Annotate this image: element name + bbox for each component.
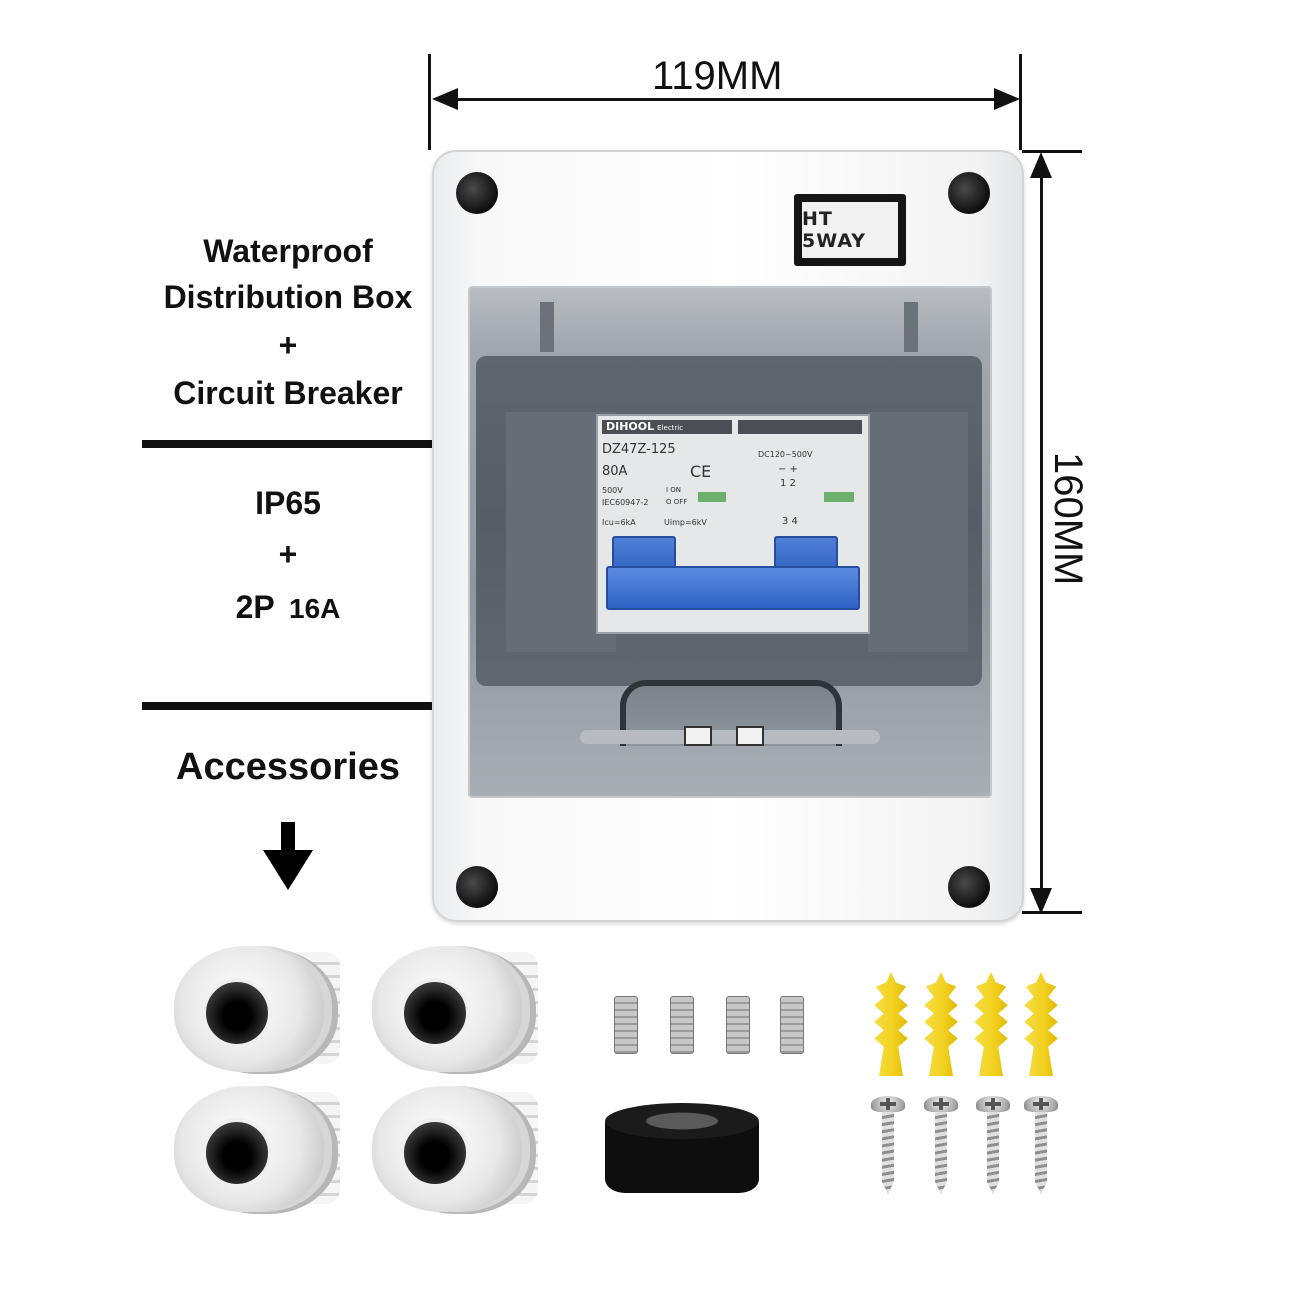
latch-right[interactable] [736,726,764,746]
breaker-polarity: − + [778,464,798,475]
product-title: Waterproof Distribution Box + Circuit Br… [140,228,436,416]
height-label: 160MM [1046,452,1090,586]
title-line-waterproof: Waterproof [203,233,373,269]
cable-gland-2 [372,938,542,1078]
height-arrow-top [1030,152,1052,178]
ce-mark: CE [690,462,712,481]
breaker-dc-range: DC120~500V [758,450,813,459]
width-arrow-left [432,88,458,110]
status-window-1 [698,492,726,502]
terminal-pin-2 [670,996,694,1054]
mounting-screw-1 [871,1096,907,1200]
down-arrow-head [263,850,313,890]
height-dim-line [1040,172,1043,890]
width-label: 119MM [652,54,783,98]
status-window-2 [824,492,854,502]
width-dim-left-tick [428,54,431,150]
title-line-circuit-breaker: Circuit Breaker [173,375,403,411]
terminal-pin-1 [614,996,638,1054]
wall-plug-3 [971,972,1011,1082]
height-dim-top-tick [1022,150,1082,153]
latch-left[interactable] [684,726,712,746]
breaker-terminals-bottom: 3 4 [782,516,798,527]
screw-bottom-left [456,866,498,908]
screw-top-right [948,172,990,214]
cable-gland-3 [174,1078,344,1218]
height-dim-bottom-tick [1022,911,1082,914]
height-arrow-bottom [1030,888,1052,914]
breaker-tie-bar[interactable] [606,566,860,610]
screw-bottom-right [948,866,990,908]
breaker-voltage: 500V [602,486,623,495]
divider-1 [142,440,432,448]
accessories-heading: Accessories [176,746,400,788]
mounting-screw-4 [1024,1096,1060,1200]
width-arrow-right [994,88,1020,110]
mounting-screw-3 [976,1096,1012,1200]
cover-rib-right [904,302,918,352]
breaker-icu: Icu=6kA [602,518,636,527]
insulating-tape [605,1103,759,1195]
width-dim-right-tick [1019,54,1022,150]
mounting-screw-2 [924,1096,960,1200]
spec-plus: + [278,536,298,572]
wall-plug-1 [871,972,911,1082]
breaker-label-bar [738,420,862,434]
divider-2 [142,702,432,710]
terminal-pin-4 [780,996,804,1054]
width-dim-line [450,98,998,101]
spec-poles: 2P [235,589,275,625]
cable-gland-1 [174,938,344,1078]
breaker-uimp: Uimp=6kV [664,518,707,527]
breaker-on-label: I ON [666,486,682,494]
spec-poles-amps: 2P 16A [140,582,436,634]
spec-block: IP65 + 2P 16A [140,480,436,634]
cover-rib-left [540,302,554,352]
latch-strip [580,730,880,744]
breaker-model: DZ47Z-125 [602,442,676,457]
title-line-distribution-box: Distribution Box [163,279,413,315]
cable-gland-4 [372,1078,542,1218]
model-tag: HT 5WAY [794,194,906,266]
screw-top-left [456,172,498,214]
spec-amps: 16A [289,593,341,624]
wall-plug-2 [921,972,961,1082]
model-tag-text: HT 5WAY [802,202,898,258]
spec-ip-rating: IP65 [255,485,321,521]
breaker-current: 80A [602,464,628,479]
breaker-standard: IEC60947-2 [602,498,649,507]
breaker-terminals-top: 1 2 [780,478,796,489]
terminal-pin-3 [726,996,750,1054]
breaker-off-label: O OFF [666,498,688,506]
wall-plug-4 [1021,972,1061,1082]
side-rail-right [868,412,968,652]
down-arrow-icon [281,822,295,852]
title-plus-1: + [278,327,298,363]
